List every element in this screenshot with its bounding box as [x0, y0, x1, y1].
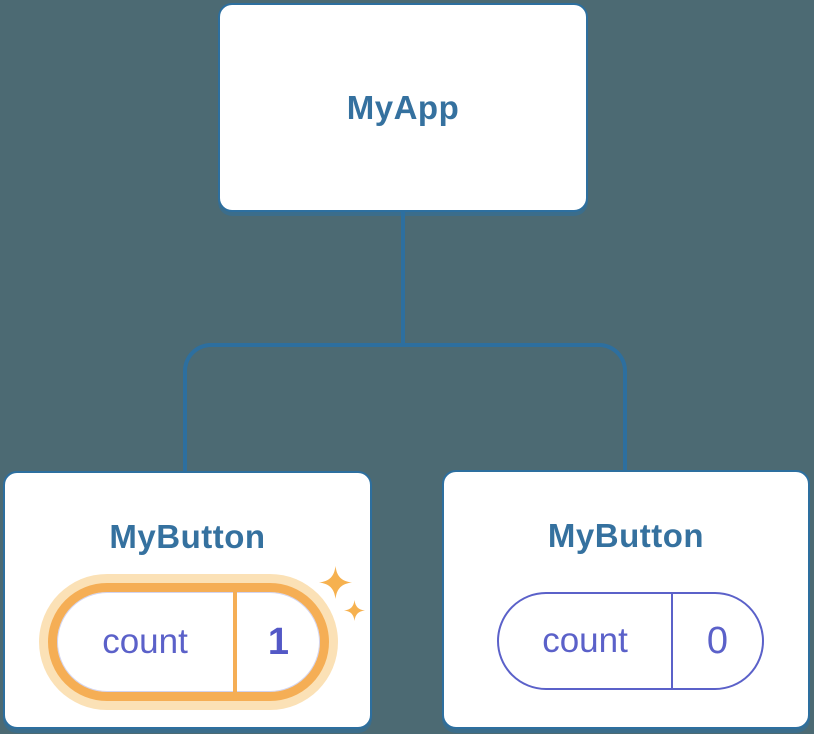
pill-divider: [671, 594, 673, 688]
state-pill-normal: count 0: [497, 592, 764, 690]
node-mybutton-left-label: MyButton: [109, 518, 266, 555]
sparkle-small-icon: [344, 600, 365, 621]
node-mybutton-right-label: MyButton: [547, 517, 705, 554]
state-value: 1: [267, 620, 290, 663]
node-mybutton-right: MyButton count 0: [442, 470, 810, 729]
node-mybutton-left: MyButton count 1: [3, 471, 372, 729]
state-value: 0: [706, 619, 729, 662]
node-myapp: MyApp: [218, 3, 588, 212]
state-key: count: [542, 621, 628, 660]
state-pill-highlighted: count 1: [48, 583, 329, 701]
sparkle-large-icon: [319, 565, 352, 600]
state-key: count: [102, 622, 188, 661]
node-myapp-label: MyApp: [346, 88, 460, 126]
pill-divider: [233, 592, 237, 692]
connector-root-stem: [401, 211, 405, 347]
connector-branch-bracket: [183, 343, 627, 471]
